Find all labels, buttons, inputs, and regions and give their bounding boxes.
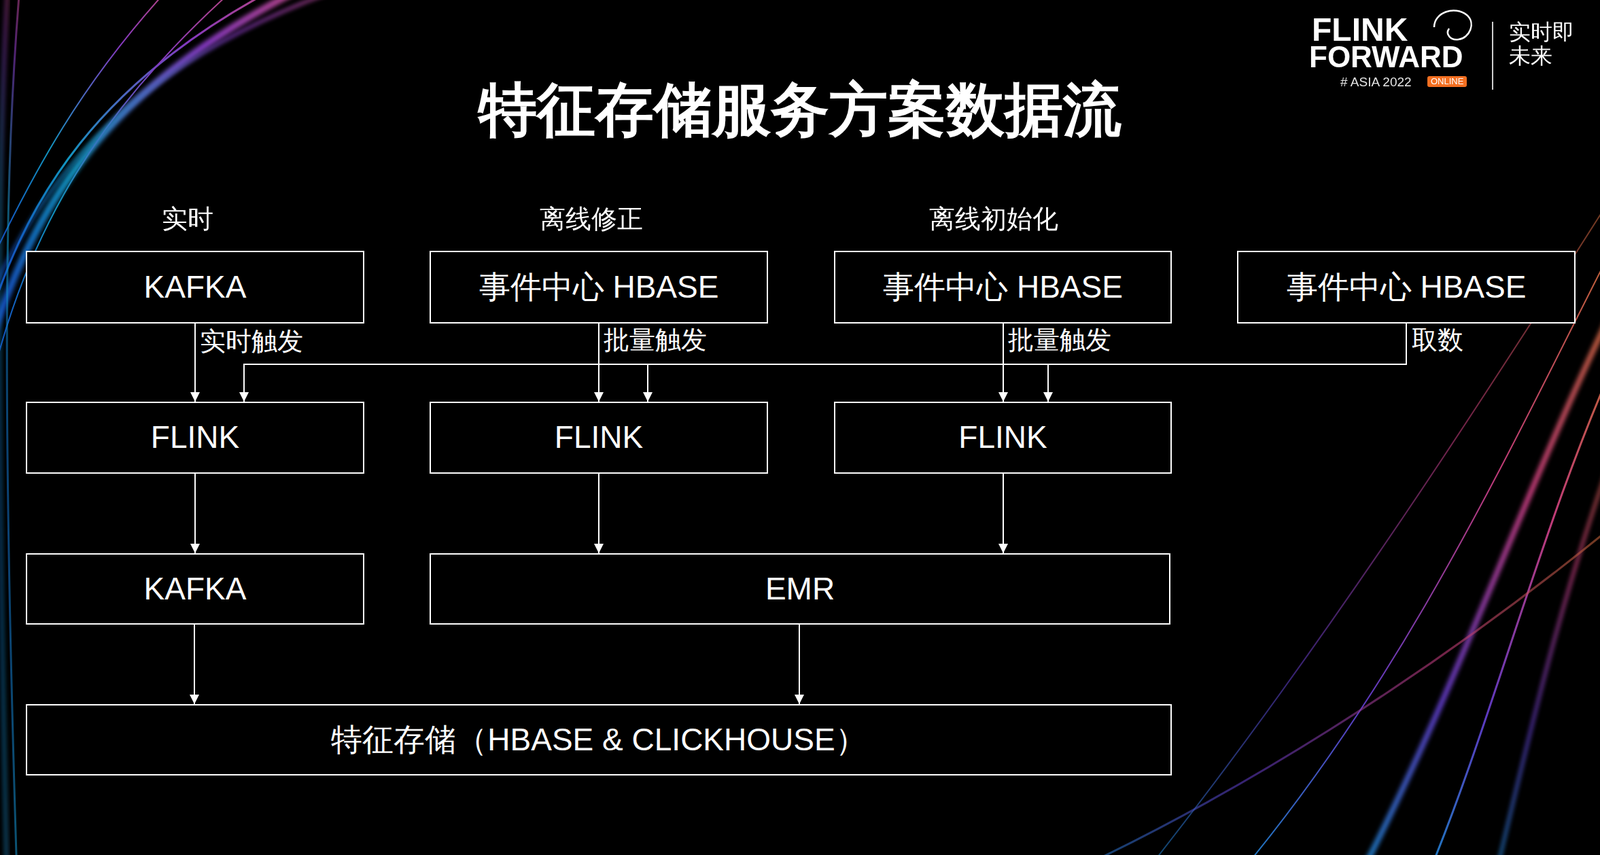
box-label: KAFKA xyxy=(144,570,247,608)
flow-arrow xyxy=(1002,323,1004,402)
flow-arrow xyxy=(598,323,600,402)
box-label: FLINK xyxy=(150,418,240,457)
box-label: FLINK xyxy=(554,418,643,457)
logo-divider xyxy=(1491,21,1494,90)
column-heading: 实时 xyxy=(161,205,214,234)
box-label: 特征存储（HBASE & CLICKHOUSE） xyxy=(331,721,866,759)
logo-squirrel xyxy=(1434,10,1472,41)
column-heading: 离线修正 xyxy=(539,205,643,234)
logo-event: # ASIA 2022 xyxy=(1340,75,1412,90)
process-box: KAFKA xyxy=(25,250,365,324)
flow-arrow xyxy=(194,473,196,554)
logo-word: FLINK xyxy=(1311,13,1408,47)
logo-slogan: 实时即未来 xyxy=(1508,20,1577,68)
column-heading: 离线初始化 xyxy=(929,205,1059,234)
box-label: 事件中心 HBASE xyxy=(882,268,1123,306)
process-box: 事件中心 HBASE xyxy=(833,250,1172,324)
logo-badge: ONLINE xyxy=(1427,76,1467,88)
box-label: EMR xyxy=(765,570,835,608)
process-box: EMR xyxy=(429,553,1171,625)
process-box: FLINK xyxy=(429,401,769,474)
flow-arrow xyxy=(1002,473,1004,554)
box-label: FLINK xyxy=(958,418,1047,457)
flow-arrow xyxy=(193,624,196,705)
flow-arrow xyxy=(798,624,800,705)
edge-label: 实时触发 xyxy=(197,326,306,357)
process-box: 特征存储（HBASE & CLICKHOUSE） xyxy=(25,704,1172,776)
box-label: 事件中心 HBASE xyxy=(479,268,720,306)
process-box: 事件中心 HBASE xyxy=(429,250,769,324)
edge-label: 批量触发 xyxy=(1005,325,1115,356)
flow-arrow xyxy=(244,323,1407,402)
flow-arrow xyxy=(598,473,600,554)
box-label: KAFKA xyxy=(144,268,247,306)
process-box: FLINK xyxy=(25,401,365,474)
process-box: FLINK xyxy=(833,401,1172,474)
flow-arrow xyxy=(647,323,1407,402)
logo-word: FORWARD xyxy=(1309,42,1464,73)
edge-label: 批量触发 xyxy=(600,325,710,356)
flow-arrow xyxy=(194,323,196,402)
process-box: KAFKA xyxy=(25,553,365,625)
box-label: 事件中心 HBASE xyxy=(1286,268,1527,306)
process-box: 事件中心 HBASE xyxy=(1237,250,1576,324)
edge-label: 取数 xyxy=(1409,325,1467,356)
